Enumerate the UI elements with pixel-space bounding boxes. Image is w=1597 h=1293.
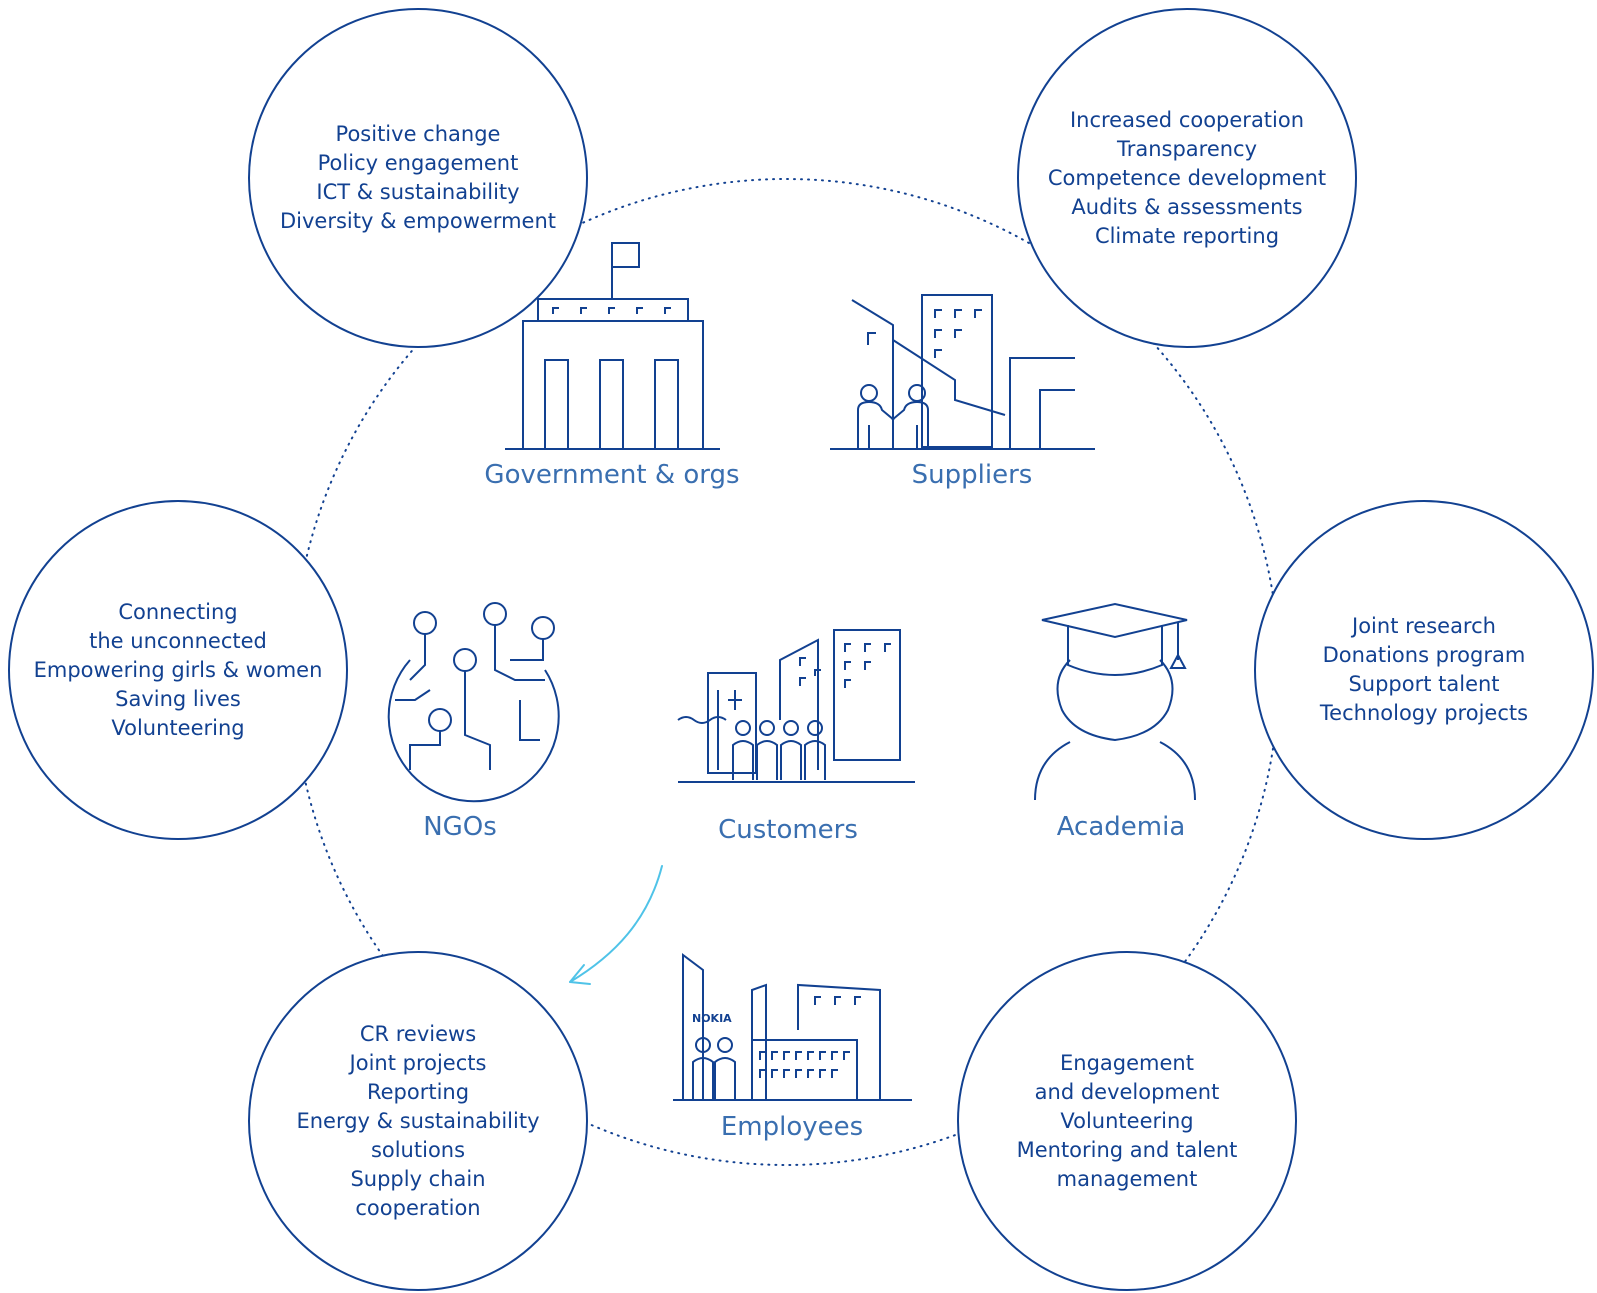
bubble-line: Engagement <box>1060 1050 1194 1075</box>
bubble-line: Volunteering <box>1060 1108 1194 1133</box>
label-customers: Customers <box>718 815 858 845</box>
label-government: Government & orgs <box>484 460 740 490</box>
bubble-line: solutions <box>370 1137 466 1162</box>
bubble-line: ICT & sustainability <box>316 180 520 204</box>
bubble-line: Joint research <box>1352 614 1496 638</box>
bubble-line: Volunteering <box>111 715 245 740</box>
bubble-line: Audits & assessments <box>1071 194 1303 219</box>
bubble-line: cooperation <box>355 1195 481 1220</box>
bubble-customers-text: CR reviews Joint projects Reporting Ener… <box>296 1020 539 1223</box>
bubble-line: Increased cooperation <box>1069 107 1305 132</box>
label-ngos: NGOs <box>423 812 497 842</box>
bubble-ngos-text: Connecting the unconnected Empowering gi… <box>34 598 323 743</box>
label-suppliers: Suppliers <box>911 460 1033 490</box>
bubble-line: Empowering girls & women <box>33 657 323 682</box>
bubble-customers: CR reviews Joint projects Reporting Ener… <box>248 951 588 1291</box>
bubble-ngos: Connecting the unconnected Empowering gi… <box>8 500 348 840</box>
bubble-line: Climate reporting <box>1094 223 1280 248</box>
bubble-line: management <box>1056 1166 1198 1191</box>
bubble-suppliers-text: Increased cooperation Transparency Compe… <box>1048 106 1326 251</box>
bubble-line: Connecting <box>118 599 238 624</box>
bubble-line: Technology projects <box>1319 701 1529 725</box>
bubble-line: CR reviews <box>359 1021 477 1046</box>
label-employees: Employees <box>720 1112 864 1142</box>
bubble-government: Positive change Policy engagement ICT & … <box>248 8 588 348</box>
nokia-logo-text: NOKIA <box>692 1012 732 1025</box>
bubble-line: the unconnected <box>89 628 267 653</box>
bubble-line: Competence development <box>1047 165 1327 190</box>
bubble-line: Policy engagement <box>317 151 519 175</box>
city-people-icon <box>677 629 915 783</box>
bubble-line: Energy & sustainability <box>296 1108 540 1133</box>
curved-arrow-icon <box>569 865 663 985</box>
bubble-line: Reporting <box>366 1079 470 1104</box>
bubble-line: Transparency <box>1116 136 1258 161</box>
bubble-line: Diversity & empowerment <box>280 209 556 233</box>
bubble-suppliers: Increased cooperation Transparency Compe… <box>1017 8 1357 348</box>
bubble-employees: Engagement and development Volunteering … <box>957 951 1297 1291</box>
globe-network-icon <box>387 602 560 803</box>
bubble-line: Supply chain <box>350 1166 486 1191</box>
bubble-academia: Joint research Donations program Support… <box>1254 500 1594 840</box>
label-academia: Academia <box>1056 812 1186 842</box>
government-building-icon <box>505 242 720 450</box>
bubble-line: Saving lives <box>115 686 241 711</box>
bubble-government-text: Positive change Policy engagement ICT & … <box>280 120 556 236</box>
bubble-line: Joint projects <box>349 1050 487 1075</box>
bubble-line: Mentoring and talent <box>1016 1137 1238 1162</box>
supplier-handshake-icon <box>830 294 1095 450</box>
bubble-line: Positive change <box>335 122 501 146</box>
bubble-line: Donations program <box>1322 643 1526 667</box>
graduate-icon <box>1034 602 1196 801</box>
bubble-line: Support talent <box>1348 672 1500 696</box>
bubble-academia-text: Joint research Donations program Support… <box>1320 612 1528 728</box>
bubble-line: and development <box>1034 1079 1220 1104</box>
bubble-employees-text: Engagement and development Volunteering … <box>1017 1049 1238 1194</box>
nokia-office-icon: NOKIA <box>673 953 912 1101</box>
